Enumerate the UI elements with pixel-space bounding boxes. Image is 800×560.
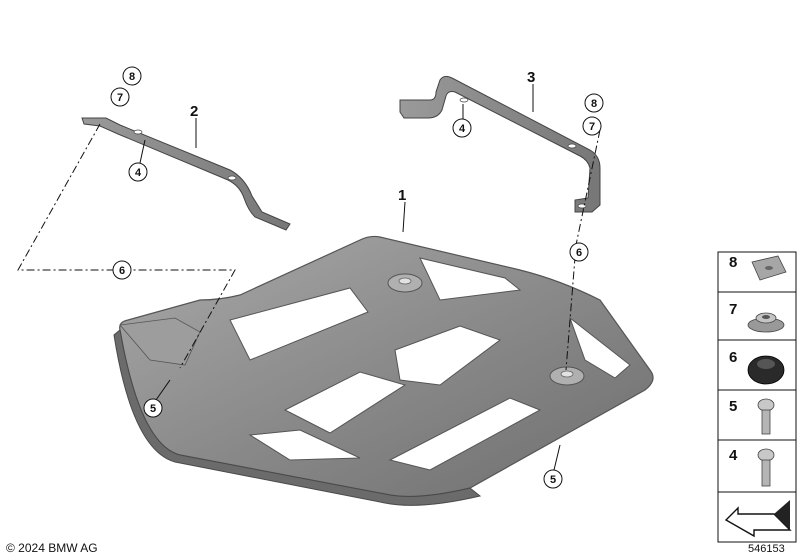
- callout-circle-6-right: 6: [569, 242, 589, 262]
- svg-text:4: 4: [459, 123, 466, 135]
- svg-text:5: 5: [729, 398, 737, 415]
- callout-circle-5-left: 5: [143, 398, 163, 418]
- copyright-text: © 2024 BMW AG: [6, 541, 98, 555]
- svg-text:8: 8: [591, 98, 597, 110]
- legend-row-5: 5: [729, 398, 775, 435]
- callout-circle-6-left: 6: [112, 260, 132, 280]
- svg-text:4: 4: [135, 167, 142, 179]
- clip-nut-icon: [751, 255, 787, 281]
- svg-text:8: 8: [729, 254, 737, 271]
- callout-circle-7-right: 7: [582, 116, 602, 136]
- callout-part-1: 1: [398, 187, 406, 204]
- screw-icon: [757, 398, 775, 435]
- callout-circle-4-left: 4: [128, 162, 148, 182]
- callout-circle-4-right: 4: [452, 118, 472, 138]
- svg-text:3: 3: [527, 69, 535, 86]
- svg-text:6: 6: [119, 265, 125, 277]
- arrow-symbol-icon: [724, 500, 792, 538]
- svg-text:5: 5: [550, 474, 556, 486]
- callout-circle-8-left: 8: [122, 66, 142, 86]
- legend-row-4: 4: [729, 447, 775, 487]
- skid-plate: [113, 235, 654, 506]
- svg-text:6: 6: [576, 247, 582, 259]
- svg-text:7: 7: [729, 301, 737, 318]
- legend-row-6: 6: [729, 349, 785, 385]
- svg-text:5: 5: [150, 403, 156, 415]
- legend-row-7: 7: [729, 301, 785, 333]
- svg-text:7: 7: [117, 92, 123, 104]
- callout-part-3: 3: [527, 69, 535, 86]
- bracket-left: [81, 117, 291, 231]
- legend-row-8: 8: [729, 254, 787, 281]
- bracket-right: [399, 75, 601, 213]
- callout-circle-8-right: 8: [584, 93, 604, 113]
- callout-part-2: 2: [190, 103, 198, 120]
- svg-text:7: 7: [589, 121, 595, 133]
- svg-text:8: 8: [129, 71, 135, 83]
- callout-circle-5-right: 5: [543, 469, 563, 489]
- callout-circle-7-left: 7: [110, 87, 130, 107]
- svg-text:4: 4: [729, 447, 738, 464]
- diagram-id: 546153: [748, 543, 785, 555]
- screw-icon: [757, 448, 775, 487]
- svg-text:6: 6: [729, 349, 737, 366]
- parts-legend: 8 7 6 5: [717, 251, 797, 543]
- svg-text:1: 1: [398, 187, 406, 204]
- svg-text:2: 2: [190, 103, 198, 120]
- sleeve-icon: [747, 312, 785, 333]
- leader-lines: [139, 84, 561, 471]
- rubber-grommet-icon: [747, 355, 785, 385]
